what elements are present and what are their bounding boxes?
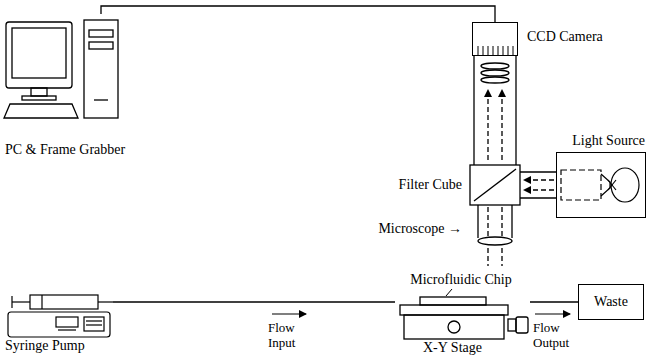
flow-label: Flow Output: [533, 320, 577, 350]
syringe-pump-icon: [8, 295, 113, 337]
flow-arrow: [272, 313, 306, 314]
node-label: X-Y Stage: [423, 340, 482, 356]
node-label: Light Source: [572, 133, 645, 149]
camera-box: CCD Camera: [472, 22, 518, 56]
leader-line: [446, 289, 452, 296]
part-label: Microscope →: [362, 221, 462, 236]
flow-label: Flow Input: [268, 320, 312, 350]
computer: PC & Frame Grabber: [2, 14, 152, 164]
tubing-line: [113, 301, 395, 302]
part-label: Microfluidic Chip: [398, 272, 524, 287]
microscope-body: [470, 56, 520, 266]
lamp-symbol: [561, 168, 639, 202]
computer-icon: [4, 20, 118, 118]
xy-stage: X-Y Stage: [395, 296, 530, 340]
xy-stage-icon: [400, 297, 528, 339]
node-label: Waste: [594, 294, 628, 310]
flow-arrow: [535, 313, 570, 314]
waste-box: Waste: [578, 284, 644, 320]
node-label: PC & Frame Grabber: [5, 142, 125, 158]
node-label: Syringe Pump: [5, 338, 85, 354]
data-cable: [101, 6, 495, 22]
part-label: Filter Cube: [372, 177, 462, 192]
tubing-line: [530, 301, 578, 302]
syringe-pump: Syringe Pump: [5, 290, 113, 338]
camera-connector: [478, 46, 513, 56]
light-path: [520, 172, 556, 198]
node-label: CCD Camera: [527, 29, 603, 45]
light-source-box: Light Source: [556, 152, 646, 218]
